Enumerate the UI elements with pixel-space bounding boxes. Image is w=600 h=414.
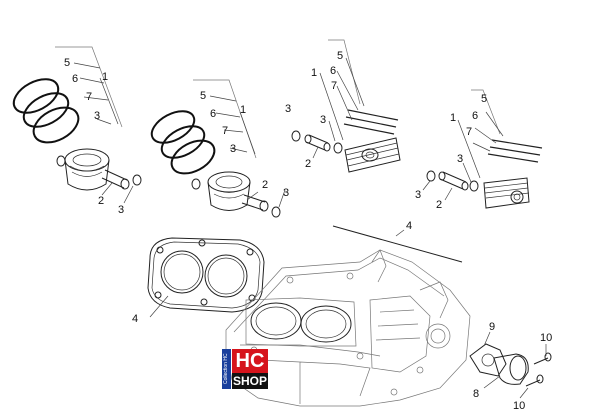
circlip-b1 <box>191 178 201 190</box>
callout-4-gasket: 4 <box>132 313 138 325</box>
head-gasket <box>147 237 265 318</box>
piston-rings-d <box>487 139 543 163</box>
piston-c <box>344 137 401 173</box>
callout-5-a: 5 <box>64 57 70 69</box>
callout-3-d1: 3 <box>457 153 463 165</box>
piston-kit-middle <box>150 79 286 218</box>
callout-6-c: 6 <box>330 65 336 77</box>
callout-6-d: 6 <box>472 110 478 122</box>
circlip-d1 <box>426 170 436 182</box>
callout-3-b2: 3 <box>283 187 289 199</box>
callout-2-b: 2 <box>262 179 268 191</box>
callout-6-b: 6 <box>210 108 216 120</box>
piston-b <box>207 171 251 211</box>
callout-10-upper: 10 <box>540 332 552 344</box>
callout-7-a: 7 <box>86 91 92 103</box>
piston-kit-top-left <box>12 46 142 204</box>
callout-2-a: 2 <box>98 195 104 207</box>
engine-block <box>225 249 471 407</box>
piston-rings-a <box>12 78 80 144</box>
callout-5-d: 5 <box>481 93 487 105</box>
circlip-b2 <box>271 206 281 218</box>
callout-6-a: 6 <box>72 73 78 85</box>
callout-5-c: 5 <box>337 50 343 62</box>
piston-kit-upper-center <box>291 39 401 173</box>
piston-rings-b <box>150 110 216 175</box>
circlip-a2 <box>132 174 142 186</box>
piston-rings-c <box>343 109 399 135</box>
bolt-lower <box>525 379 541 387</box>
bracket-a <box>55 46 123 128</box>
piston-a <box>64 148 110 191</box>
bracket-c <box>328 39 361 105</box>
callout-3-a2: 3 <box>118 204 124 216</box>
callout-1-b: 1 <box>240 104 246 116</box>
callout-2-d: 2 <box>436 199 442 211</box>
bolt-upper <box>533 357 549 365</box>
logo-shop-text: SHOP <box>232 373 268 389</box>
logo-side-strip: Collection HC <box>222 349 231 389</box>
callout-3-c1: 3 <box>285 103 291 115</box>
callout-7-c: 7 <box>331 80 337 92</box>
piston-d <box>483 177 530 209</box>
callout-5-b: 5 <box>200 90 206 102</box>
piston-pin-b <box>241 194 269 212</box>
callout-1-a: 1 <box>102 71 108 83</box>
callout-7-d: 7 <box>466 126 472 138</box>
logo-hc-text: HC <box>232 349 268 373</box>
callout-1-d: 1 <box>450 112 456 124</box>
callout-3-b1: 3 <box>230 143 236 155</box>
circlip-d2 <box>469 180 479 192</box>
callout-3-d2: 3 <box>415 189 421 201</box>
circlip-c1 <box>291 130 301 142</box>
callout-3-c2: 3 <box>320 114 326 126</box>
callout-labels: 5 6 7 1 3 2 3 5 6 7 1 3 2 3 5 6 7 1 3 3 … <box>64 50 552 412</box>
circlip-a1 <box>56 155 66 167</box>
bracket-d <box>471 89 501 135</box>
callout-10-lower: 10 <box>513 400 525 412</box>
callout-2-c: 2 <box>305 158 311 170</box>
pump-assembly <box>469 331 552 399</box>
callout-1-c: 1 <box>311 67 317 79</box>
hc-shop-logo: Collection HC HC SHOP <box>222 349 272 391</box>
piston-pin-d <box>438 171 469 191</box>
reference-line-4 <box>332 225 463 263</box>
callout-8: 8 <box>473 388 479 400</box>
piston-pin-a <box>101 169 130 190</box>
piston-kit-right <box>422 89 543 209</box>
circlip-c2 <box>333 142 343 154</box>
callout-4-upper: 4 <box>406 220 412 232</box>
callout-3-a1: 3 <box>94 110 100 122</box>
callout-9: 9 <box>489 321 495 333</box>
piston-pin-c <box>304 134 331 152</box>
callout-7-b: 7 <box>222 125 228 137</box>
